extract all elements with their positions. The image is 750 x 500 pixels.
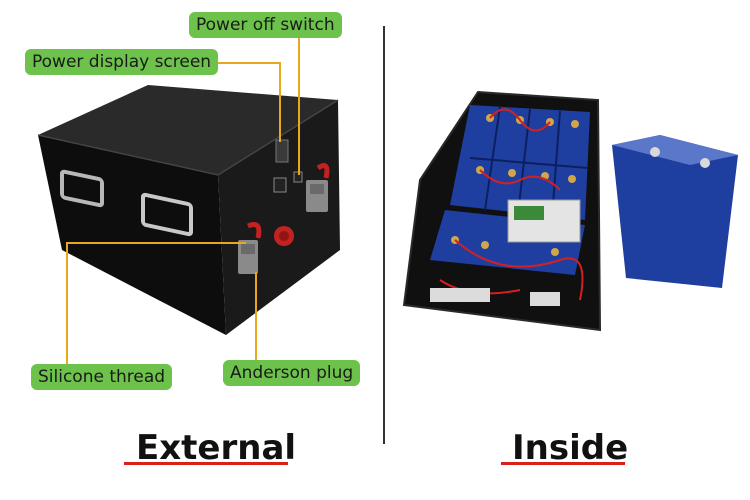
label-power-display-screen: Power display screen (25, 49, 219, 75)
underline-inside (501, 462, 625, 465)
leader-silicone-thread (66, 242, 246, 244)
label-anderson-plug: Anderson plug (223, 360, 361, 386)
leader-power-display-screen (218, 62, 280, 64)
single-cell (612, 135, 738, 288)
external-battery-box-image (37, 85, 340, 335)
power-off-switch (273, 177, 287, 193)
label-power-off-switch: Power off switch (189, 12, 342, 38)
label-silicone-thread: Silicone thread (31, 364, 173, 390)
inside-battery-image (402, 90, 738, 332)
anderson-plug-right (306, 163, 330, 212)
underline-external (124, 462, 288, 465)
section-divider (383, 26, 385, 444)
heading-inside: Inside (512, 428, 629, 468)
leader-anderson-plug (255, 272, 257, 360)
front-handle-left (60, 169, 104, 208)
leader-power-off-switch (298, 37, 300, 175)
heading-external: External (136, 428, 297, 468)
power-display-screen (275, 139, 289, 163)
anderson-plug-left (238, 222, 262, 274)
front-handle-right (141, 192, 193, 237)
